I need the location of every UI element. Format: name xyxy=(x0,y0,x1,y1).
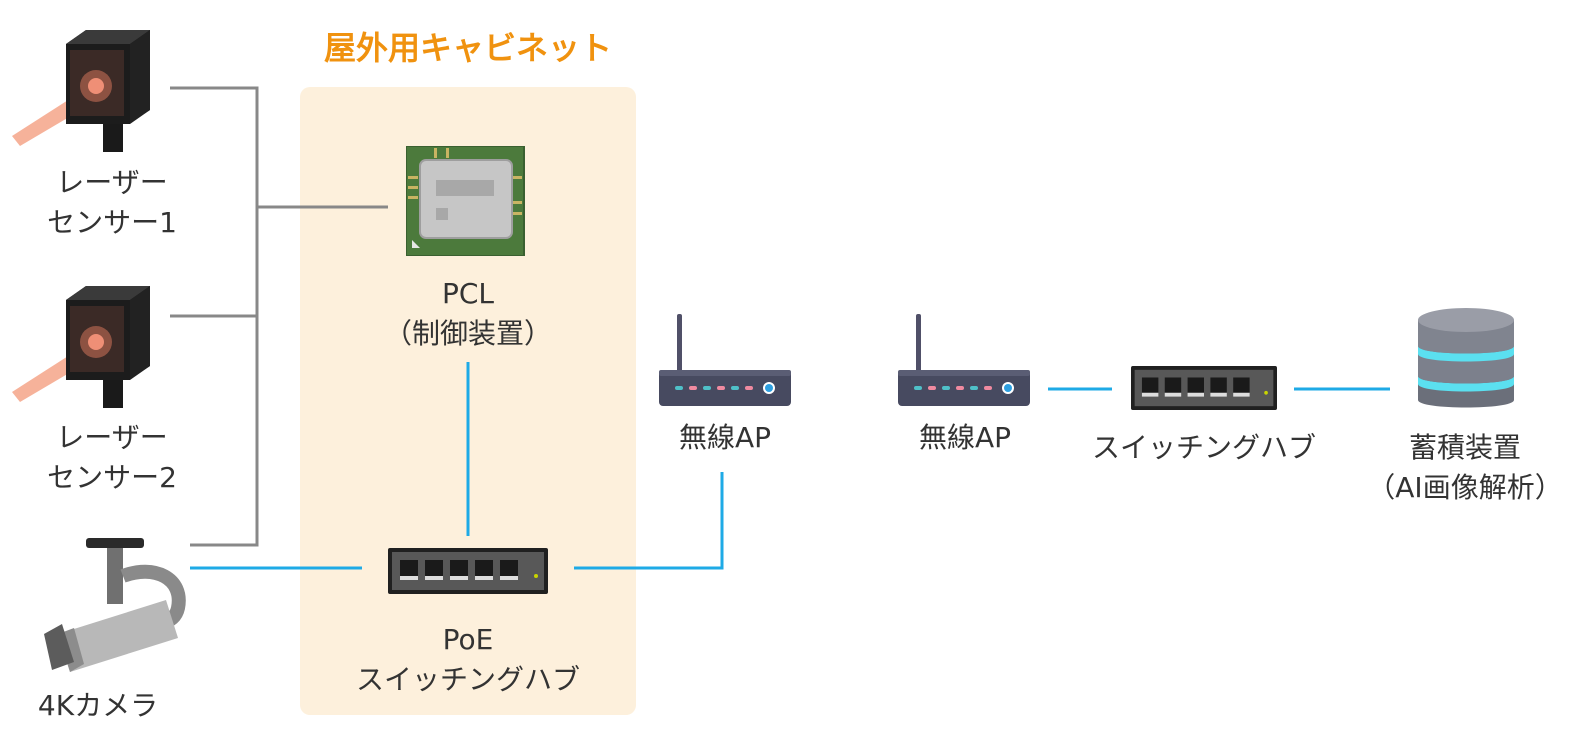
ap2-label: 無線AP xyxy=(918,421,1012,454)
database-icon xyxy=(1418,308,1514,408)
network-switch-icon xyxy=(388,548,548,594)
laser-sensor-1-label: レーザー センサー1 xyxy=(28,163,196,243)
laser-sensor-icon xyxy=(12,30,150,152)
sensor-bus xyxy=(170,86,388,547)
ap1-label: 無線AP xyxy=(678,421,772,454)
poe-switch-label-line1: PoE xyxy=(442,623,494,656)
wireless-router-icon xyxy=(898,314,1030,406)
lan-lines xyxy=(190,362,1390,570)
cctv-camera-icon xyxy=(44,538,186,672)
plc-label-line2: （制御装置） xyxy=(383,317,552,350)
storage-label-line2: （AI画像解析） xyxy=(1367,471,1563,504)
camera-label: 4Kカメラ xyxy=(37,689,159,722)
wireless-router-icon xyxy=(659,314,791,406)
poe-switch-label: PoE スイッチングハブ xyxy=(330,620,606,700)
storage-label-line1: 蓄積装置 xyxy=(1408,431,1521,464)
laser-sensor-2-line2: センサー2 xyxy=(47,461,177,494)
switching-hub-label: スイッチングハブ xyxy=(1091,431,1316,464)
cabinet-title: 屋外用キャビネット xyxy=(323,29,612,67)
network-switch-icon xyxy=(1131,366,1277,410)
plc-chip-icon xyxy=(406,146,525,256)
laser-sensor-2-line1: レーザー xyxy=(56,421,168,454)
laser-sensor-2-label: レーザー センサー2 xyxy=(28,418,196,498)
poe-switch-label-line2: スイッチングハブ xyxy=(355,663,580,696)
laser-sensor-1-line1: レーザー xyxy=(56,166,168,199)
storage-label: 蓄積装置 （AI画像解析） xyxy=(1350,428,1580,508)
laser-sensor-1-line2: センサー1 xyxy=(47,206,177,239)
laser-sensor-icon xyxy=(12,286,150,408)
plc-label: PCL （制御装置） xyxy=(370,274,566,354)
plc-label-line1: PCL xyxy=(441,277,495,310)
